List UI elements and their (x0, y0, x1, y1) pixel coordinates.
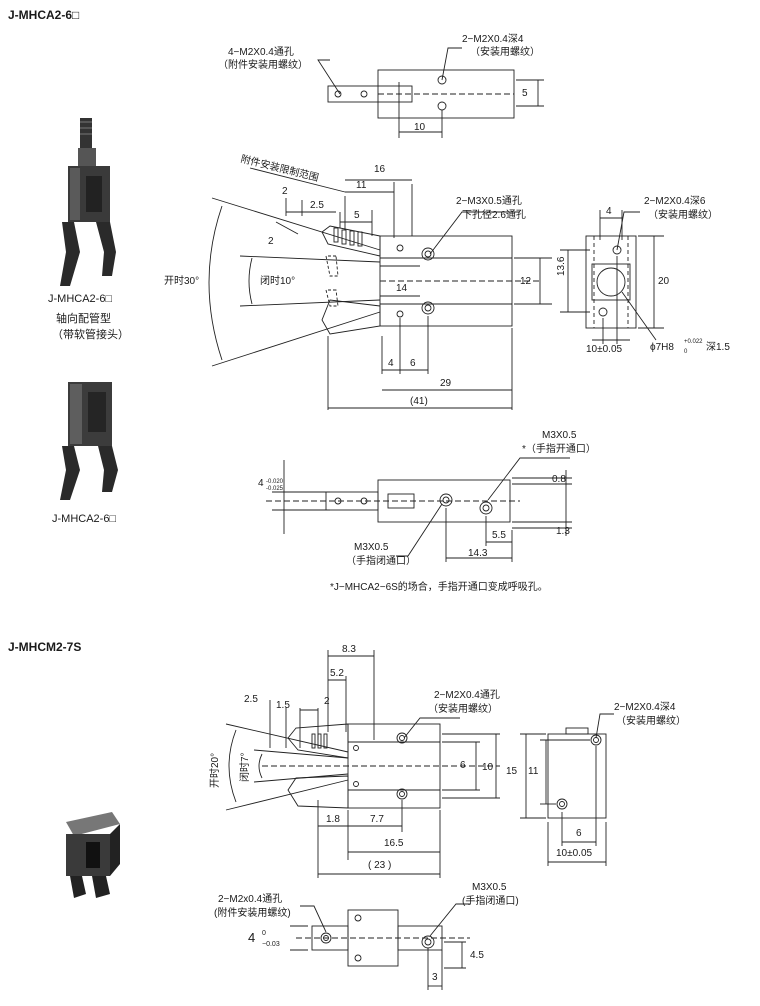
s2-dim-8-3: 8.3 (342, 644, 356, 655)
photo-caption-1: J-MHCA2-6□ (48, 293, 113, 305)
s1-end-tol-upper: +0.022 (684, 339, 703, 345)
s2-end-view (520, 713, 614, 866)
s2-bottom-note-2: (附件安装用螺纹) (214, 908, 291, 919)
s1-bottom-dim-5-5: 5.5 (492, 530, 506, 541)
s1-end-view (560, 210, 664, 344)
s1-end-dim-4: 4 (606, 206, 612, 217)
s1-top-note-right-1: 2−M2X0.4深4 (462, 34, 524, 45)
s1-end-dim-10: 10±0.05 (586, 344, 623, 355)
s2-end-note-1: 2−M2X0.4深4 (614, 702, 676, 713)
section2-title: J-MHCM2-7S (8, 640, 82, 654)
section1-title: J-MHCA2-6□ (8, 8, 80, 22)
s2-dim-5-2: 5.2 (330, 668, 344, 679)
s1-top-note-left-2: （附件安装用螺纹） (218, 60, 308, 71)
gripper-photo-with-fitting (60, 118, 116, 286)
s1-dim-14: 14 (396, 283, 408, 294)
s1-end-tol-label: ϕ7H8 (650, 342, 674, 353)
s1-open-angle-label: 开时30° (164, 276, 200, 287)
s1-bottom-dim-4-lower: -0.025 (266, 486, 284, 492)
s2-dim-15: 15 (506, 766, 518, 777)
s1-end-dim-20: 20 (658, 276, 670, 287)
s2-dim-2-5: 2.5 (244, 694, 258, 705)
s1-end-tol-depth: 深1.5 (706, 342, 730, 353)
s2-open-angle-label: 开时20° (210, 752, 221, 788)
s1-port-close-1: M3X0.5 (354, 542, 389, 553)
s2-bottom-dim-4-upper: 0 (262, 930, 266, 937)
s2-dim-23: ( 23 ) (368, 860, 392, 871)
s2-end-dim-10: 10±0.05 (556, 848, 593, 859)
s1-top-note-right-2: （安装用螺纹） (470, 47, 540, 58)
s1-bottom-dim-14-3: 14.3 (468, 548, 488, 559)
s1-dim-16: 16 (374, 164, 386, 175)
s2-port-2: (手指闭通口) (462, 896, 519, 907)
s1-close-angle-label: 闭时10° (260, 276, 296, 287)
s2-dim-6: 6 (460, 760, 466, 771)
s1-dim-12: 12 (520, 276, 532, 287)
s1-top-dim-5: 5 (522, 88, 528, 99)
s1-end-note-1: 2−M2X0.4深6 (644, 196, 706, 207)
s1-bottom-dim-4-upper: -0.020 (266, 479, 284, 485)
s1-end-note-2: （安装用螺纹） (648, 210, 718, 221)
s1-port-close-2: （手指闭通口） (346, 556, 416, 567)
s1-port-open-2: *（手指开通口） (522, 444, 596, 455)
s2-dim-2: 2 (324, 696, 330, 707)
photo-subcaption-1b: （带软管接头） (52, 329, 129, 341)
s1-bottom-dim-1-3: 1.3 (556, 526, 570, 537)
s1-dim-41: (41) (410, 396, 428, 407)
s2-bottom-dim-4-lower: −0.03 (262, 941, 280, 948)
s2-bottom-dim-4-5: 4.5 (470, 950, 484, 961)
s1-hole-note-1: 2−M3X0.5通孔 (456, 196, 522, 207)
s2-end-note-2: （安装用螺纹） (616, 716, 686, 727)
s1-dim-6: 6 (410, 358, 416, 369)
s2-bottom-dim-3: 3 (432, 972, 438, 983)
s1-bottom-dim-4: 4 (258, 478, 264, 489)
s2-hole-note-2: （安装用螺纹） (428, 704, 498, 715)
mhcm-gripper-photo (66, 812, 120, 898)
s2-dim-11: 11 (528, 766, 539, 777)
s2-port-1: M3X0.5 (472, 882, 507, 893)
s1-dim-2-5: 2.5 (310, 200, 324, 211)
s2-bottom-note-1: 2−M2x0.4通孔 (218, 894, 283, 905)
s1-end-dim-13-6: 13.6 (556, 256, 567, 276)
s1-side-view (208, 167, 552, 410)
s1-dim-2b: 2 (268, 236, 274, 247)
s1-hole-note-2: 下孔径2.6通孔 (462, 210, 526, 221)
s1-top-dim-10: 10 (414, 122, 426, 133)
s1-port-open-1: M3X0.5 (542, 430, 577, 441)
s2-dim-7-7: 7.7 (370, 814, 384, 825)
s1-dim-2a: 2 (282, 186, 288, 197)
s1-dim-5: 5 (354, 210, 360, 221)
s2-dim-1-8: 1.8 (326, 814, 340, 825)
s1-dim-29: 29 (440, 378, 452, 389)
s1-footnote: *J−MHCA2−6S的场合，手指开通口变成呼吸孔。 (330, 582, 548, 593)
s2-end-dim-6: 6 (576, 828, 582, 839)
s2-dim-16-5: 16.5 (384, 838, 404, 849)
gripper-photo (60, 382, 118, 500)
photo-subcaption-1a: 轴向配管型 (56, 313, 111, 325)
s1-top-note-left-1: 4−M2X0.4通孔 (228, 47, 294, 58)
s1-top-view (317, 47, 544, 138)
s1-dim-11: 11 (356, 180, 367, 191)
s1-dim-4: 4 (388, 358, 394, 369)
s1-end-tol-lower: 0 (684, 349, 688, 355)
s2-bottom-dim-4: 4 (248, 930, 256, 945)
s2-close-angle-label: 闭时7° (240, 752, 251, 782)
s2-dim-10: 10 (482, 762, 494, 773)
s2-bottom-view (290, 903, 470, 990)
s2-dim-1-5: 1.5 (276, 700, 290, 711)
s2-hole-note-1: 2−M2X0.4通孔 (434, 690, 500, 701)
s1-bottom-dim-0-8: 0.8 (552, 474, 566, 485)
s1-bottom-view (266, 457, 572, 562)
s2-side-view (225, 650, 500, 878)
photo-caption-2: J-MHCA2-6□ (52, 513, 117, 525)
